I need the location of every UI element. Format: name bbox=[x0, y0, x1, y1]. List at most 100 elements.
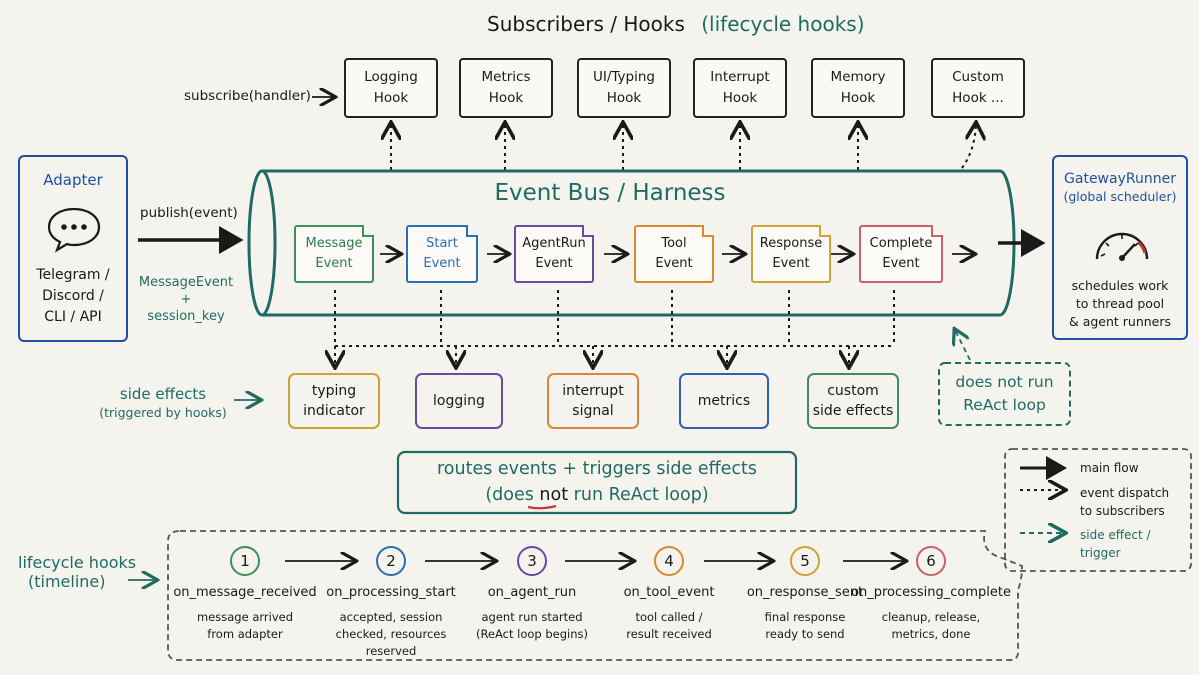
response-event-label: Response Event bbox=[759, 236, 823, 271]
metrics-effect[interactable]: metrics bbox=[679, 373, 769, 429]
logging-effect-label: logging bbox=[433, 393, 485, 409]
interrupt-hook-label: Interrupt Hook bbox=[710, 69, 770, 106]
custom-hook[interactable]: Custom Hook ... bbox=[931, 58, 1025, 118]
step-3-circle: 3 bbox=[517, 546, 547, 576]
message-event-label: MessageEvent + session_key bbox=[138, 275, 234, 324]
hooks-header: Subscribers / Hooks (lifecycle hooks) bbox=[487, 12, 865, 36]
routes-box-line2: (does not run ReAct loop) bbox=[398, 482, 796, 508]
step-2-desc: accepted, session checked, resources res… bbox=[335, 610, 447, 658]
step-3-desc: agent run started (ReAct loop begins) bbox=[475, 610, 589, 641]
logging-hook-label: Logging Hook bbox=[364, 69, 418, 106]
gateway-desc: schedules work to thread pool & agent ru… bbox=[1068, 278, 1172, 329]
step-4-desc: tool called / result received bbox=[626, 610, 712, 641]
ui-typing-hook-label: UI/Typing Hook bbox=[593, 69, 655, 106]
no-react-box: does not run ReAct loop bbox=[955, 373, 1054, 414]
gateway-title: GatewayRunner bbox=[1064, 171, 1176, 187]
message-event[interactable]: Message Event bbox=[294, 225, 374, 283]
logging-hook[interactable]: Logging Hook bbox=[344, 58, 438, 118]
adapter-channels: Telegram / Discord / CLI / API bbox=[36, 267, 110, 325]
side-effects-label-line1: side effects bbox=[119, 385, 207, 403]
step-2-name: on_processing_start bbox=[326, 585, 456, 600]
timeline-border bbox=[167, 530, 1023, 661]
response-event[interactable]: Response Event bbox=[751, 225, 831, 283]
complete-event-label: Complete Event bbox=[869, 236, 933, 271]
memory-hook[interactable]: Memory Hook bbox=[811, 58, 905, 118]
routes-box-line2-pre: (does bbox=[485, 485, 540, 505]
step-3-name: on_agent_run bbox=[487, 585, 577, 600]
gateway-subtitle: (global scheduler) bbox=[1063, 189, 1177, 204]
subscribe-label: subscribe(handler) bbox=[184, 88, 311, 104]
logging-effect[interactable]: logging bbox=[415, 373, 503, 429]
routes-box-border bbox=[396, 450, 798, 515]
timeline-label-line2: (timeline) bbox=[28, 572, 106, 591]
event-bus-title: Event Bus / Harness bbox=[494, 180, 726, 206]
step-6-circle: 6 bbox=[916, 546, 946, 576]
legend-main-flow: main flow bbox=[1080, 461, 1139, 475]
start-event-label: Start Event bbox=[423, 236, 461, 271]
hooks-header-title: Subscribers / Hooks bbox=[487, 12, 685, 36]
routes-box: routes events + triggers side effects (d… bbox=[398, 456, 796, 508]
ui-typing-hook[interactable]: UI/Typing Hook bbox=[577, 58, 671, 118]
agentrun-event-label: AgentRun Event bbox=[522, 236, 586, 271]
adapter-title: Adapter bbox=[43, 171, 103, 189]
no-react-arrow bbox=[955, 330, 971, 361]
legend-side-effect: side effect / trigger bbox=[1080, 528, 1151, 560]
step-5-num: 5 bbox=[800, 552, 810, 570]
step-5-circle: 5 bbox=[790, 546, 820, 576]
not-underline bbox=[527, 504, 557, 510]
typing-indicator-effect[interactable]: typing indicator bbox=[288, 373, 380, 429]
timeline-label-line1: lifecycle hooks bbox=[18, 553, 137, 572]
metrics-hook-label: Metrics Hook bbox=[481, 69, 531, 106]
interrupt-signal-label: interrupt signal bbox=[562, 383, 624, 419]
step-4-num: 4 bbox=[664, 552, 674, 570]
complete-event[interactable]: Complete Event bbox=[859, 225, 943, 283]
step-3-num: 3 bbox=[527, 552, 537, 570]
step-6-name: on_processing_complete bbox=[851, 585, 1011, 600]
routes-box-line1: routes events + triggers side effects bbox=[436, 459, 758, 479]
side-effects-label-line2: (triggered by hooks) bbox=[99, 405, 227, 420]
custom-hook-label: Custom Hook ... bbox=[952, 69, 1004, 106]
routes-box-not: not bbox=[539, 485, 569, 505]
side-effects-label: side effects (triggered by hooks) bbox=[98, 385, 228, 420]
side-effect-dispatch bbox=[335, 290, 895, 366]
step-1-name: on_message_received bbox=[173, 585, 317, 600]
no-react-box-border bbox=[938, 362, 1071, 426]
step-6-desc: cleanup, release, metrics, done bbox=[881, 610, 981, 641]
tool-event[interactable]: Tool Event bbox=[634, 225, 714, 283]
step-6-num: 6 bbox=[926, 552, 936, 570]
interrupt-signal-effect[interactable]: interrupt signal bbox=[547, 373, 639, 429]
timeline-label: lifecycle hooks (timeline) bbox=[18, 553, 136, 591]
message-event-label-text: Message Event bbox=[305, 236, 363, 271]
adapter-box[interactable]: Adapter Telegram / Discord / CLI / API bbox=[18, 155, 128, 342]
routes-box-line2-post: run ReAct loop) bbox=[568, 485, 709, 505]
step-4-name: on_tool_event bbox=[623, 585, 715, 600]
chat-bubble-icon bbox=[45, 205, 103, 257]
interrupt-hook[interactable]: Interrupt Hook bbox=[693, 58, 787, 118]
step-1-circle: 1 bbox=[230, 546, 260, 576]
step-4-circle: 4 bbox=[654, 546, 684, 576]
tool-event-label: Tool Event bbox=[655, 236, 693, 271]
step-5-name: on_response_sent bbox=[746, 585, 864, 600]
step-5-desc: final response ready to send bbox=[764, 610, 846, 641]
step-1-desc: message arrived from adapter bbox=[196, 610, 293, 641]
custom-side-effects-label: custom side effects bbox=[812, 383, 894, 419]
step-1-num: 1 bbox=[240, 552, 250, 570]
metrics-hook[interactable]: Metrics Hook bbox=[459, 58, 553, 118]
typing-indicator-label: typing indicator bbox=[303, 383, 365, 419]
event-bus-tube bbox=[247, 169, 1016, 317]
gauge-icon bbox=[1092, 225, 1152, 269]
memory-hook-label: Memory Hook bbox=[830, 69, 886, 106]
hook-dispatch-arrows bbox=[391, 124, 976, 170]
start-event[interactable]: Start Event bbox=[406, 225, 478, 283]
legend-border bbox=[1004, 448, 1192, 572]
metrics-effect-label: metrics bbox=[697, 393, 751, 409]
custom-side-effects[interactable]: custom side effects bbox=[807, 373, 899, 429]
publish-label: publish(event) bbox=[140, 205, 238, 221]
step-2-num: 2 bbox=[386, 552, 396, 570]
legend-dispatch: event dispatch to subscribers bbox=[1080, 486, 1170, 518]
agentrun-event[interactable]: AgentRun Event bbox=[514, 225, 594, 283]
hooks-header-subtitle: (lifecycle hooks) bbox=[701, 12, 865, 36]
gateway-runner-box[interactable]: GatewayRunner (global scheduler) schedul… bbox=[1052, 155, 1188, 340]
step-2-circle: 2 bbox=[376, 546, 406, 576]
